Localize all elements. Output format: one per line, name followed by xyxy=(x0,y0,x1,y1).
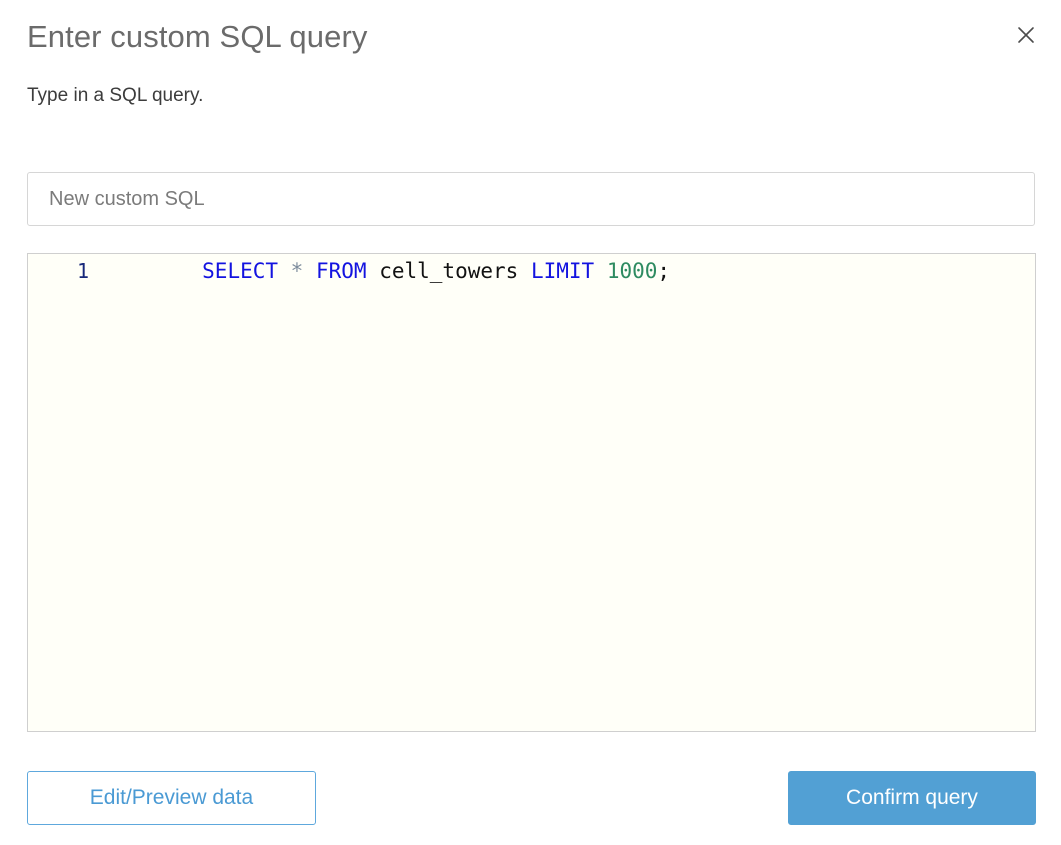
code-line: 1 SELECT * FROM cell_towers LIMIT 1000; xyxy=(28,254,1035,288)
line-number: 1 xyxy=(76,259,89,283)
code-line-content[interactable]: SELECT * FROM cell_towers LIMIT 1000; xyxy=(101,254,671,322)
sql-token-from: FROM xyxy=(315,259,367,283)
sql-token-semicolon: ; xyxy=(657,259,671,283)
sql-token-star: * xyxy=(290,259,304,283)
sql-token-table-name: cell_towers xyxy=(379,259,519,283)
sql-token-space-5 xyxy=(594,259,607,283)
sql-token-space-2 xyxy=(303,259,316,283)
sql-token-limit-value: 1000 xyxy=(606,259,658,283)
confirm-query-button[interactable]: Confirm query xyxy=(788,771,1036,825)
sql-token-space-4 xyxy=(518,259,531,283)
sql-token-space-1 xyxy=(278,259,291,283)
sql-token-limit: LIMIT xyxy=(530,259,595,283)
sql-token-space-3 xyxy=(367,259,380,283)
sql-code-editor[interactable]: 1 SELECT * FROM cell_towers LIMIT 1000; xyxy=(27,253,1036,732)
close-icon[interactable] xyxy=(1009,18,1043,52)
edit-preview-data-button[interactable]: Edit/Preview data xyxy=(27,771,316,825)
query-name-input[interactable] xyxy=(27,172,1035,226)
close-icon-glyph xyxy=(1018,27,1034,43)
dialog-subtitle: Type in a SQL query. xyxy=(27,85,204,106)
sql-token-select: SELECT xyxy=(202,259,279,283)
dialog-title: Enter custom SQL query xyxy=(27,19,368,54)
